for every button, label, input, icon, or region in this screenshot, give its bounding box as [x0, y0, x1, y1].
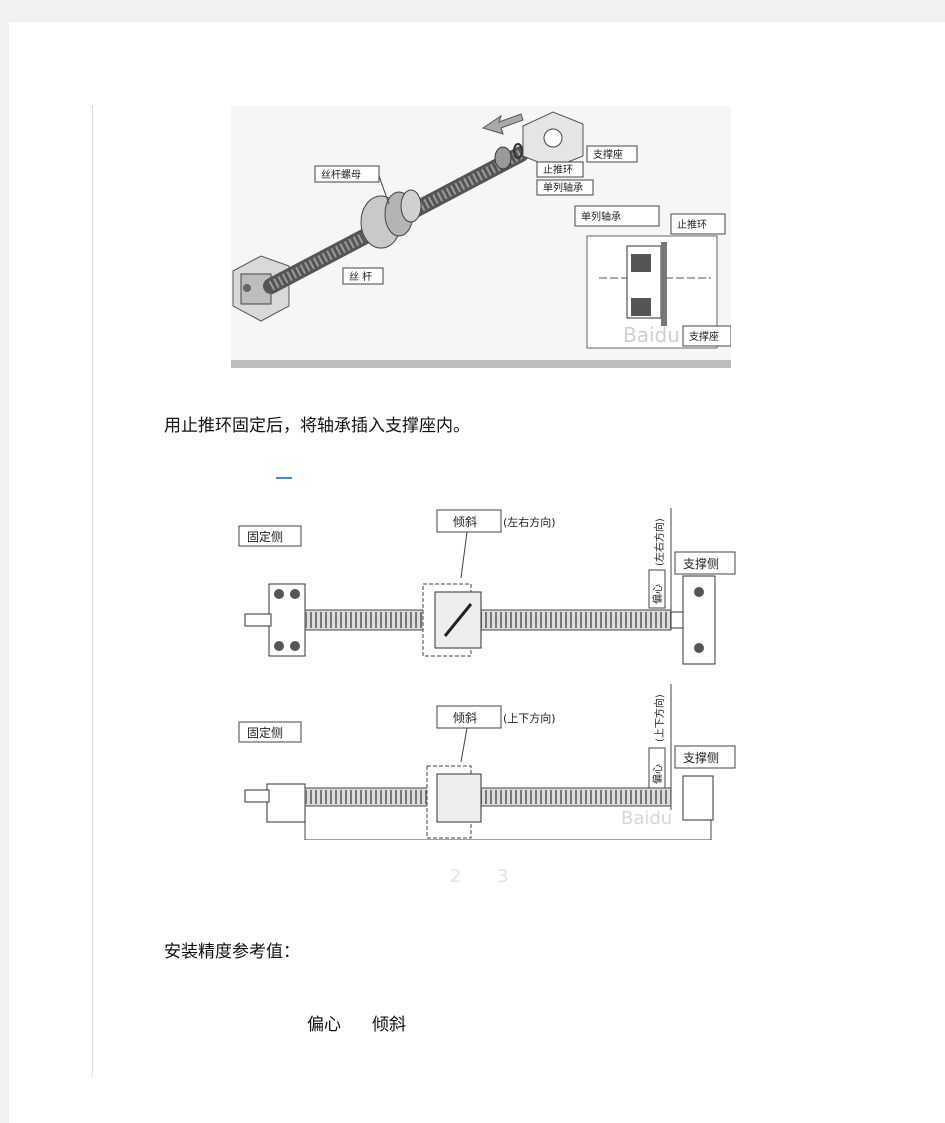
document-page: 丝杆螺母 丝 杆 支撑座 止推环 单列轴承 [9, 22, 945, 1123]
support-seat-block [522, 111, 584, 169]
table-header-eccentric: 偏心 [307, 1015, 341, 1035]
table-header-tilt: 倾斜 [372, 1015, 406, 1035]
svg-text:固定侧: 固定侧 [247, 529, 283, 544]
svg-text:支撑侧: 支撑侧 [683, 556, 719, 571]
paragraph-precision-reference: 安装精度参考值： [164, 942, 300, 962]
paragraph-insert-bearing: 用止推环固定后，将轴承插入支撑座内。 [164, 416, 470, 436]
ball-screw-exploded-figure: 丝杆螺母 丝 杆 支撑座 止推环 单列轴承 [231, 106, 732, 368]
bearing-detail-section: 单列轴承 止推环 Baidu 支撑座 [574, 205, 732, 349]
svg-text:固定侧: 固定侧 [247, 725, 283, 740]
svg-text:丝杆螺母: 丝杆螺母 [321, 169, 361, 181]
bearing-and-ring [494, 143, 523, 170]
svg-text:单列轴承: 单列轴承 [543, 181, 583, 194]
step-number: 2 [450, 866, 462, 887]
svg-text:Baidu: Baidu [621, 808, 672, 829]
svg-text:倾斜: 倾斜 [453, 711, 477, 725]
label-support-seat: 支撑座 [586, 145, 638, 163]
svg-text:(左右方向): (左右方向) [653, 518, 666, 566]
svg-text:止推环: 止推环 [677, 218, 707, 231]
svg-text:(上下方向): (上下方向) [653, 694, 666, 742]
step-number: 3 [497, 866, 509, 887]
label-nut: 丝杆螺母 [314, 165, 390, 205]
svg-text:单列轴承: 单列轴承 [581, 210, 621, 223]
bottom-diagram: 固定侧 倾斜 (上下方向) 支撑侧 (上下方向) 偏心 [238, 684, 736, 841]
margin-guide-line [92, 106, 93, 1076]
svg-text:倾斜: 倾斜 [453, 515, 477, 529]
svg-text:(左右方向): (左右方向) [503, 515, 556, 529]
ball-nut [360, 189, 422, 249]
direction-arrow-icon [481, 113, 524, 135]
link-underline-mark [276, 477, 292, 479]
svg-text:偏心: 偏心 [651, 584, 664, 604]
svg-text:偏心: 偏心 [651, 764, 664, 784]
label-screw: 丝 杆 [342, 267, 384, 285]
svg-text:Baidu: Baidu [623, 323, 680, 347]
svg-text:支撑座: 支撑座 [689, 330, 719, 343]
svg-text:支撑侧: 支撑侧 [683, 750, 719, 765]
label-stop-ring: 止推环 [536, 161, 584, 178]
svg-text:(上下方向): (上下方向) [503, 711, 556, 725]
fixed-side-block [232, 255, 290, 322]
alignment-diagram-figure: 固定侧 倾斜 (左右方向) 支撑侧 (左右方向) 偏心 [231, 480, 743, 841]
top-diagram: 固定侧 倾斜 (左右方向) 支撑侧 (左右方向) 偏心 [238, 508, 736, 665]
svg-text:支撑座: 支撑座 [593, 148, 623, 161]
label-single-bearing: 单列轴承 [536, 179, 594, 196]
svg-text:丝 杆: 丝 杆 [349, 271, 372, 283]
svg-text:止推环: 止推环 [543, 163, 573, 176]
